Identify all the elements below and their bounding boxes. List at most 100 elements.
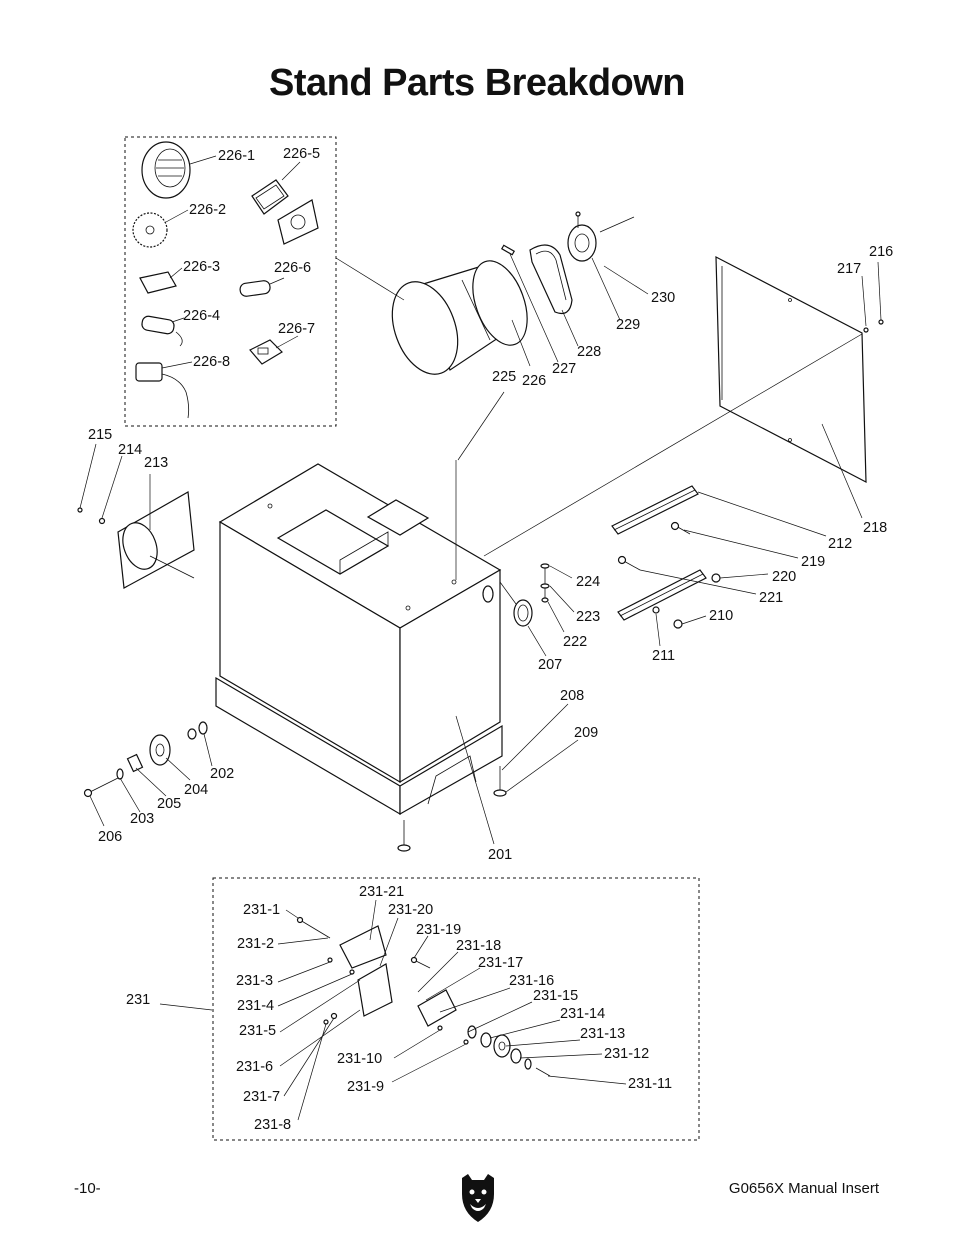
callout-231-11: 231-11 <box>628 1076 672 1092</box>
callout-227: 227 <box>552 361 576 377</box>
callout-219: 219 <box>801 554 825 570</box>
callout-218: 218 <box>863 520 887 536</box>
callout-221: 221 <box>759 590 783 606</box>
power-cord-226-8 <box>135 362 190 419</box>
manual-title: G0656X Manual Insert <box>728 1180 879 1197</box>
callout-231-3: 231-3 <box>236 973 273 989</box>
callout-202: 202 <box>210 766 234 782</box>
page-number: -10- <box>74 1180 101 1197</box>
tension-assembly-group-box <box>212 877 700 1141</box>
dust-port-207 <box>513 599 533 627</box>
callout-213: 213 <box>144 455 168 471</box>
callout-231-2: 231-2 <box>237 936 274 952</box>
nut-220 <box>711 573 721 583</box>
callout-220: 220 <box>772 569 796 585</box>
capacitor-226-6 <box>239 280 271 297</box>
callout-231-18: 231-18 <box>456 938 501 954</box>
callout-208: 208 <box>560 688 584 704</box>
callout-206: 206 <box>98 829 122 845</box>
motor-components-group-box <box>124 136 337 427</box>
callout-226: 226 <box>522 373 546 389</box>
callout-212: 212 <box>828 536 852 552</box>
belt-228 <box>529 244 573 315</box>
fan-cover-226-1 <box>141 141 191 199</box>
callout-labels: 226-1 226-5 226-2 226-3 226-6 226-4 226-… <box>88 146 893 1133</box>
callout-231-20: 231-20 <box>388 902 433 918</box>
callout-205: 205 <box>157 796 181 812</box>
key-227 <box>500 244 516 256</box>
hardware-222-224 <box>540 563 550 603</box>
callout-226-1: 226-1 <box>218 148 255 164</box>
callout-207: 207 <box>538 657 562 673</box>
callout-231-19: 231-19 <box>416 922 461 938</box>
callout-231-6: 231-6 <box>236 1059 273 1075</box>
callout-231-17: 231-17 <box>478 955 523 971</box>
nut-210 <box>673 619 683 629</box>
callout-217: 217 <box>837 261 861 277</box>
callout-231-21: 231-21 <box>359 884 404 900</box>
callout-231-10: 231-10 <box>337 1051 382 1067</box>
callout-231-15: 231-15 <box>533 988 578 1004</box>
tension-assembly-231 <box>296 916 551 1077</box>
callout-216: 216 <box>869 244 893 260</box>
callout-231: 231 <box>126 992 150 1008</box>
fan-blade-226-2 <box>132 212 168 248</box>
callout-225: 225 <box>492 369 516 385</box>
rail-221 <box>617 569 707 621</box>
page-title: Stand Parts Breakdown <box>268 62 686 104</box>
stand-base-201 <box>215 676 503 816</box>
switch-226-7 <box>249 339 283 365</box>
callout-226-2: 226-2 <box>189 202 226 218</box>
callout-211: 211 <box>652 648 675 664</box>
callout-231-1: 231-1 <box>243 902 280 918</box>
callout-226-8: 226-8 <box>193 354 230 370</box>
callout-210: 210 <box>709 608 733 624</box>
leveling-foot-front <box>397 820 411 852</box>
wheel-assembly <box>83 721 208 798</box>
callout-226-7: 226-7 <box>278 321 315 337</box>
leveling-foot-rear <box>493 766 507 797</box>
callout-223: 223 <box>576 609 600 625</box>
washer-211 <box>652 606 660 614</box>
callout-226-3: 226-3 <box>183 259 220 275</box>
callout-230: 230 <box>651 290 675 306</box>
motor-226 <box>391 260 528 375</box>
callout-231-5: 231-5 <box>239 1023 276 1039</box>
washer-217 <box>863 327 869 333</box>
callout-203: 203 <box>130 811 154 827</box>
callout-228: 228 <box>577 344 601 360</box>
callout-222: 222 <box>563 634 587 650</box>
callout-231-12: 231-12 <box>604 1046 649 1062</box>
callout-201: 201 <box>488 847 512 863</box>
callout-215: 215 <box>88 427 112 443</box>
callout-204: 204 <box>184 782 208 798</box>
callout-226-4: 226-4 <box>183 308 220 324</box>
motor-pulley-230 <box>567 211 597 262</box>
callout-209: 209 <box>574 725 598 741</box>
dust-port-213 <box>117 491 195 589</box>
screw-215 <box>77 507 83 513</box>
callout-231-8: 231-8 <box>254 1117 291 1133</box>
callout-214: 214 <box>118 442 142 458</box>
callout-231-7: 231-7 <box>243 1089 280 1105</box>
motor-plate-226-6-mount <box>277 199 319 245</box>
callout-231-4: 231-4 <box>237 998 274 1014</box>
callout-226-6: 226-6 <box>274 260 311 276</box>
washer-214 <box>98 517 106 525</box>
callout-231-9: 231-9 <box>347 1079 384 1095</box>
leader-lines <box>79 155 882 1121</box>
rail-212 <box>611 485 699 535</box>
callout-231-13: 231-13 <box>580 1026 625 1042</box>
stand-cabinet-201 <box>218 463 502 784</box>
callout-231-16: 231-16 <box>509 973 554 989</box>
bear-head-logo-icon <box>462 1174 494 1222</box>
junction-box-226-5 <box>251 179 289 215</box>
screw-216 <box>878 319 884 325</box>
back-panel-218 <box>715 255 867 484</box>
callout-229: 229 <box>616 317 640 333</box>
callout-231-14: 231-14 <box>560 1006 605 1022</box>
capacitor-226-4 <box>141 315 183 347</box>
capacitor-cover-226-3 <box>139 271 177 294</box>
